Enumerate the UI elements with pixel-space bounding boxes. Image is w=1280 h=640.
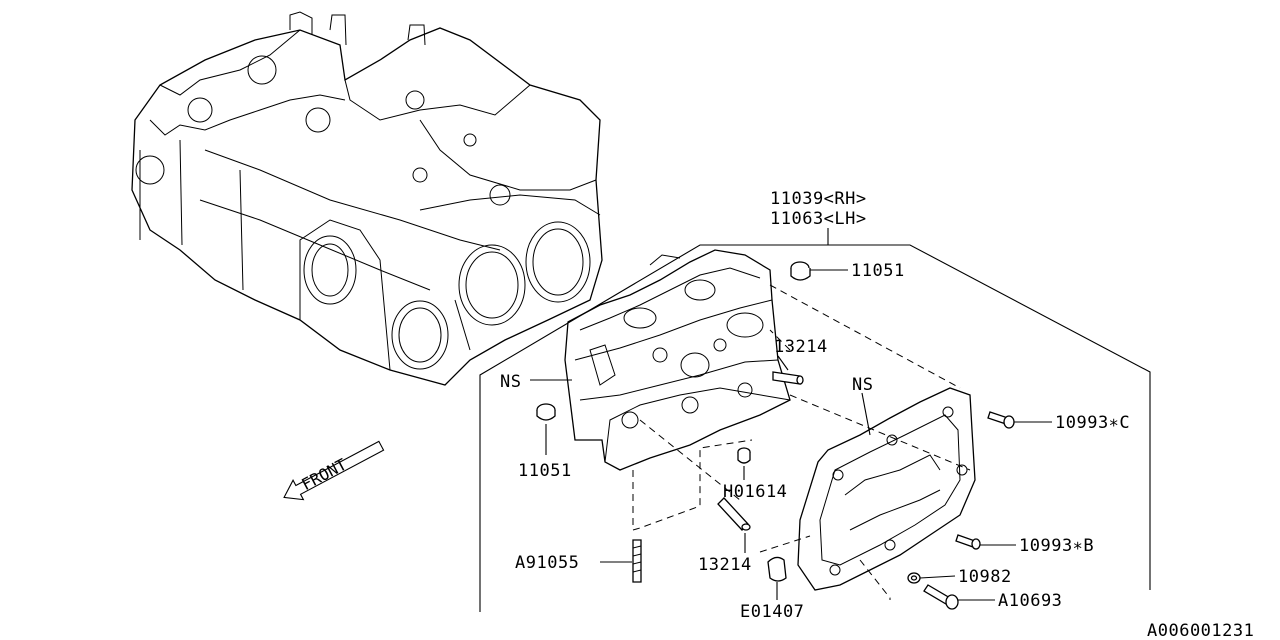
label-bolt-b: 10993∗B [1019,536,1094,556]
front-arrow-icon: FRONT [283,440,385,501]
engine-block-illustration [131,11,603,386]
plug-h01614-part [737,447,751,464]
bolt-10993b-part [955,534,981,550]
label-stud: A91055 [515,553,579,573]
label-ns-left: NS [500,372,521,392]
diagram-id: A006001231 [1147,621,1254,640]
dowel-pin-13214-upper-part [772,371,804,385]
label-plug-top: 11051 [851,261,905,281]
cylinder-head-illustration [564,249,791,471]
plug-11051-top-part [790,261,811,281]
head-gasket-illustration [797,387,976,591]
label-washer: 10982 [958,567,1012,587]
plug-11051-left-part [536,403,556,421]
label-ns-right: NS [852,375,873,395]
leader-lines [479,228,1151,612]
label-pin-upper: 13214 [774,337,828,357]
washer-10982-part [907,572,921,584]
bolt-a10693-part [923,584,959,610]
label-bolt-c: 10993∗C [1055,413,1130,433]
label-bolt-a: A10693 [998,591,1062,611]
bolt-10993c-part [987,411,1015,429]
label-plug-e: E01407 [740,602,804,622]
label-head-rh: 11039<RH> [770,189,867,209]
label-head-lh: 11063<LH> [770,209,867,229]
stud-a91055-part [632,539,642,583]
dowel-pin-13214-lower-part [717,497,751,531]
dashed-guide-lines [632,284,971,600]
label-plug-left: 11051 [518,461,572,481]
label-plug-h: H01614 [723,482,787,502]
label-pin-lower: 13214 [698,555,752,575]
plug-e01407-part [767,556,787,582]
front-label: FRONT [298,455,350,495]
